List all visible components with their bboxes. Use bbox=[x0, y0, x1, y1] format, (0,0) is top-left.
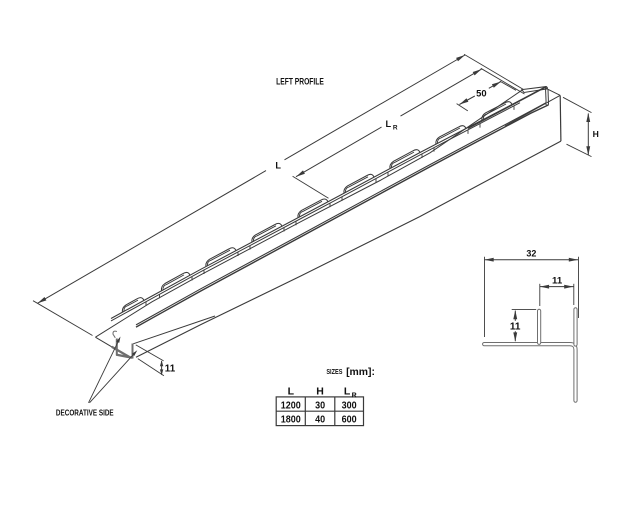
svg-text:11: 11 bbox=[552, 276, 563, 287]
svg-text:[mm]:: [mm]: bbox=[346, 367, 375, 378]
svg-text:1800: 1800 bbox=[281, 414, 301, 426]
svg-text:32: 32 bbox=[526, 248, 536, 258]
svg-text:11: 11 bbox=[510, 322, 521, 333]
svg-text:R: R bbox=[352, 392, 357, 399]
svg-text:H: H bbox=[593, 129, 599, 139]
svg-text:H: H bbox=[316, 385, 324, 397]
svg-text:L: L bbox=[385, 119, 391, 129]
svg-text:SIZES: SIZES bbox=[326, 368, 342, 376]
svg-text:30: 30 bbox=[315, 400, 325, 412]
svg-text:L: L bbox=[288, 385, 295, 397]
svg-text:R: R bbox=[393, 124, 398, 131]
svg-text:DECORATIVE SIDE: DECORATIVE SIDE bbox=[56, 408, 114, 418]
svg-text:300: 300 bbox=[342, 400, 357, 412]
svg-text:11: 11 bbox=[165, 363, 176, 374]
svg-text:L: L bbox=[275, 160, 281, 170]
svg-text:LEFT PROFILE: LEFT PROFILE bbox=[276, 76, 324, 86]
svg-text:1200: 1200 bbox=[281, 400, 301, 412]
svg-text:600: 600 bbox=[342, 414, 357, 426]
svg-text:40: 40 bbox=[315, 414, 325, 426]
svg-text:L: L bbox=[344, 385, 351, 397]
svg-text:50: 50 bbox=[476, 87, 486, 98]
